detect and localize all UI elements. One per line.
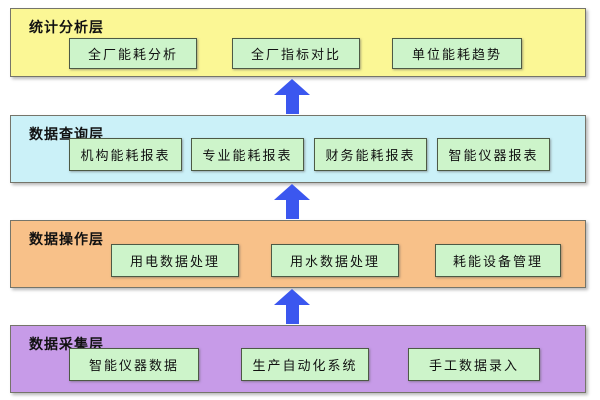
layer-title-data-operation: 数据操作层 (29, 232, 104, 248)
module-box-finance-energy-report: 财务能耗报表 (314, 138, 427, 171)
module-box-specialty-energy-report: 专业能耗报表 (191, 138, 304, 171)
layer-title-statistical-analysis: 统计分析层 (29, 20, 104, 36)
module-box-plant-energy-analysis: 全厂能耗分析 (69, 38, 197, 69)
arrow-head (274, 79, 310, 95)
arrow-head (274, 289, 310, 305)
up-arrow-icon (274, 289, 310, 324)
module-box-smart-meter-data: 智能仪器数据 (69, 348, 199, 381)
arrow-shaft (285, 200, 299, 219)
arrow-shaft (285, 305, 299, 324)
module-box-water-data-processing: 用水数据处理 (271, 244, 399, 277)
module-box-production-automation-system: 生产自动化系统 (241, 348, 369, 381)
module-box-smart-meter-report: 智能仪器报表 (437, 138, 550, 171)
arrow-shaft (285, 95, 299, 114)
module-box-plant-indicator-comparison: 全厂指标对比 (232, 38, 360, 69)
module-box-manual-data-entry: 手工数据录入 (408, 348, 540, 381)
arrow-head (274, 184, 310, 200)
module-box-org-energy-report: 机构能耗报表 (69, 138, 182, 171)
layer-data-operation: 数据操作层 用电数据处理 用水数据处理 耗能设备管理 (10, 220, 586, 288)
module-box-electricity-data-processing: 用电数据处理 (111, 244, 239, 277)
module-box-energy-device-management: 耗能设备管理 (435, 244, 561, 277)
layer-data-query: 数据查询层 机构能耗报表 专业能耗报表 财务能耗报表 智能仪器报表 (10, 115, 586, 183)
layer-data-collection: 数据采集层 智能仪器数据 生产自动化系统 手工数据录入 (10, 325, 586, 393)
up-arrow-icon (274, 79, 310, 114)
layer-statistical-analysis: 统计分析层 全厂能耗分析 全厂指标对比 单位能耗趋势 (10, 8, 586, 77)
up-arrow-icon (274, 184, 310, 219)
module-box-unit-energy-trend: 单位能耗趋势 (392, 38, 522, 69)
